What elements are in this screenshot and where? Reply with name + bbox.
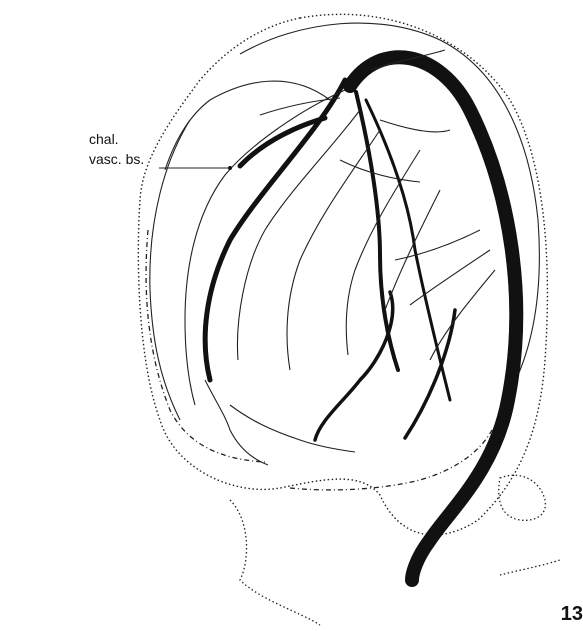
raphe-main-bundle <box>350 57 516 580</box>
label-chalazal-line-2: vasc. bs. <box>89 151 144 167</box>
thick-branch-right-lower <box>405 310 455 438</box>
label-leader-dot <box>228 166 232 170</box>
thin-bundle-network <box>165 50 495 465</box>
funicle-outline <box>230 475 560 625</box>
thick-branch-lower <box>315 292 393 440</box>
figure-number: 13 <box>561 603 583 626</box>
label-chalazal-line-1: chal. <box>89 131 119 147</box>
thick-branch-left <box>205 80 345 380</box>
